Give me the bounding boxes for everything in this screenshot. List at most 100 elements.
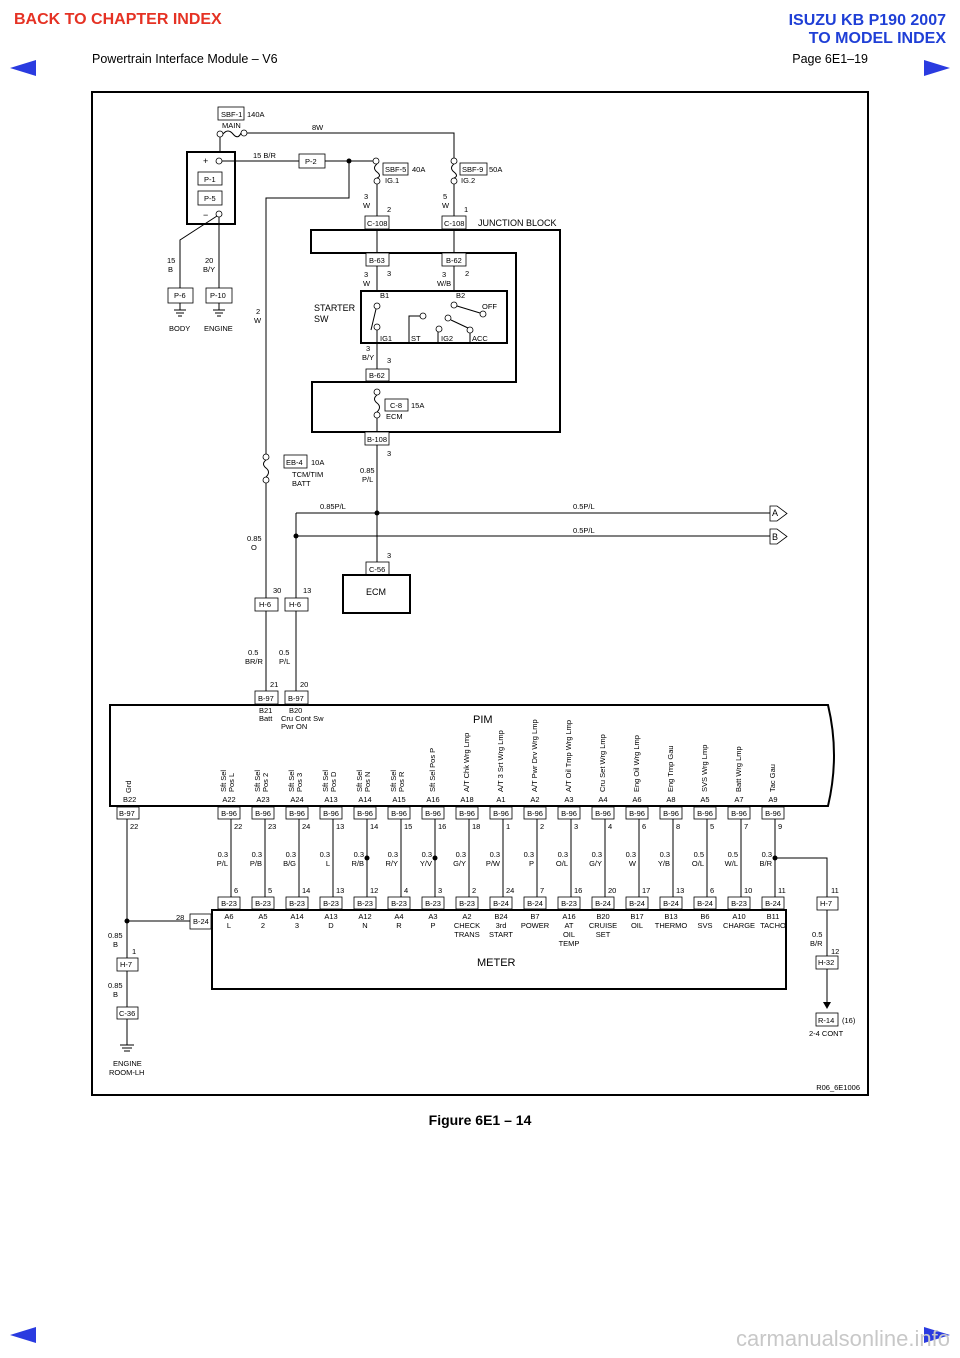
connector-box [251,806,275,820]
wire-color: Y/V [420,859,432,868]
pin-number: 7 [540,886,544,895]
meter-pin-label: 3 [295,921,299,930]
connector-box [523,896,547,910]
svg-text:15: 15 [167,256,175,265]
pim-pin-function: Eng Oil Wrg Lmp [632,735,641,792]
left-ground-circuit: B-97 22 28 B-24 0.85B 1 H-7 0.85B C-36 E… [108,806,212,1077]
svg-text:O: O [251,543,257,552]
meter-pin-label: A3 [428,912,437,921]
svg-text:B-62: B-62 [369,371,385,380]
connector-label: B-96 [663,809,679,818]
wire-color: G/Y [453,859,466,868]
meter-pin-label: TRANS [454,930,479,939]
meter-title: METER [477,957,516,969]
svg-text:H-7: H-7 [820,899,832,908]
connector-box [625,896,649,910]
wire-color: Y/B [658,859,670,868]
pim-pin-code: A24 [290,795,303,804]
wire-gauge: 0.3 [456,850,466,859]
pim-pin-code: A23 [256,795,269,804]
connector-box [727,896,751,910]
to-model-index-link[interactable]: TO MODEL INDEX [808,30,946,47]
svg-text:21: 21 [270,680,278,689]
svg-text:12: 12 [831,947,839,956]
starter-switch [360,290,508,344]
wire-gauge: 0.3 [286,850,296,859]
svg-text:BATT: BATT [292,479,311,488]
svg-text:B21: B21 [259,706,272,715]
pin-number: 2 [540,822,544,831]
svg-text:B: B [772,532,778,542]
prev-page-arrow-icon-bottom[interactable] [10,1327,36,1343]
svg-text:0.5P/L: 0.5P/L [573,526,595,535]
meter-pin-label: L [227,921,231,930]
connector-box [353,806,377,820]
pin-number: 13 [676,886,684,895]
connector-box [591,896,615,910]
connector-box [489,806,513,820]
pin-number: 13 [336,822,344,831]
connector-box [217,806,241,820]
wire-color: L [326,859,330,868]
wire-color: O/L [556,859,568,868]
connector-box [217,896,241,910]
svg-text:P/L: P/L [362,475,373,484]
meter-pin-label: A4 [394,912,403,921]
svg-text:SBF-1: SBF-1 [221,110,242,119]
svg-text:B2: B2 [456,291,465,300]
prev-page-arrow-icon[interactable] [10,60,36,76]
pin-number: 10 [744,886,752,895]
splice-dot [432,855,438,861]
svg-text:STARTER: STARTER [314,303,356,313]
pin-number: 22 [234,822,242,831]
svg-text:IG1: IG1 [380,334,392,343]
meter-pin-label: B7 [530,912,539,921]
meter-pin-label: CHARGE [723,921,755,930]
svg-text:P-2: P-2 [305,157,317,166]
connector-box [319,806,343,820]
back-to-chapter-index-link[interactable]: BACK TO CHAPTER INDEX [14,11,222,28]
meter-pin-label: A6 [224,912,233,921]
next-page-arrow-icon-bottom[interactable] [924,1327,950,1343]
svg-text:40A: 40A [412,165,425,174]
meter-module [211,909,787,990]
pim-pin-function: Batt Wrg Lmp [734,746,743,792]
svg-text:B-62: B-62 [446,256,462,265]
svg-text:3: 3 [387,449,391,458]
svg-text:B: B [168,265,173,274]
wire-gauge: 0.3 [490,850,500,859]
svg-text:20: 20 [205,256,213,265]
meter-pin-label: START [489,930,513,939]
svg-text:IG.1: IG.1 [385,176,399,185]
meter-pin-label: N [362,921,367,930]
wire-gauge: 0.3 [252,850,262,859]
svg-text:W: W [363,201,371,210]
connector-label: B-23 [731,899,747,908]
meter-pin-label: A10 [732,912,745,921]
svg-text:28: 28 [176,913,184,922]
meter-pin-label: A2 [462,912,471,921]
connector-label: B-96 [255,809,271,818]
svg-text:22: 22 [130,822,138,831]
svg-text:0.85: 0.85 [360,466,375,475]
pin-number: 8 [676,822,680,831]
pim-pin-code: A2 [530,795,539,804]
wire-color: W [629,859,637,868]
pin-number: 24 [302,822,310,831]
connector-box [319,896,343,910]
pim-pin-code: A18 [460,795,473,804]
connector-box [251,896,275,910]
svg-text:B/R: B/R [810,939,823,948]
next-page-arrow-icon[interactable] [924,60,950,76]
pin-number: 4 [608,822,612,831]
svg-text:0.85: 0.85 [108,931,123,940]
diagram-frame [91,91,869,1096]
pim-pin-code: A6 [632,795,641,804]
connector-box [557,806,581,820]
pin-number: 13 [336,886,344,895]
svg-text:Pwr ON: Pwr ON [281,722,307,731]
connector-a-icon [769,505,788,522]
